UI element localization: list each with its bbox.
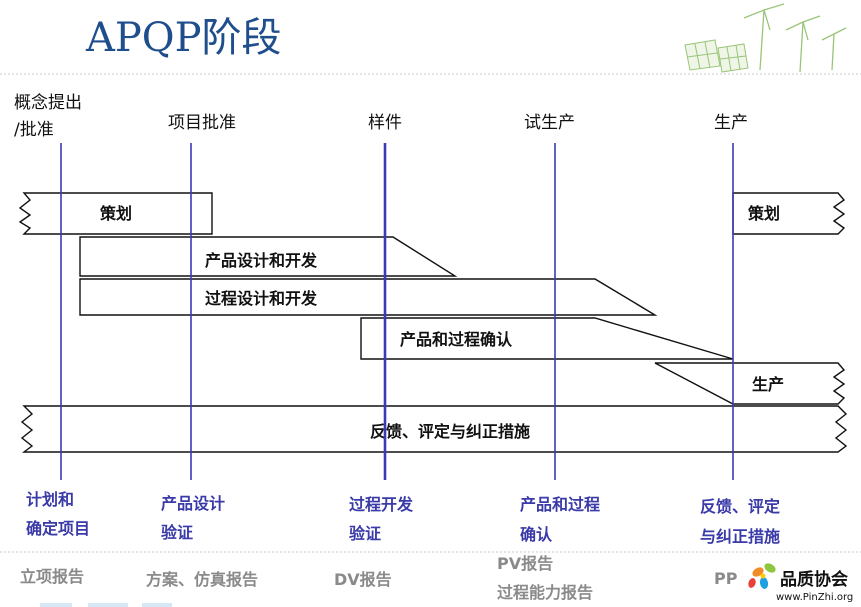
phase-bar-process-design [80, 279, 655, 315]
output-p2-line2: 验证 [161, 523, 193, 542]
milestone-prototype: 样件 [368, 113, 402, 133]
output-p4-line2: 确认 [520, 525, 553, 544]
decorative-block [40, 603, 72, 607]
milestone-pilot: 试生产 [524, 113, 575, 133]
decorative-block [142, 603, 172, 607]
decorative-block [88, 603, 128, 607]
output-p5-line2: 与纠正措施 [700, 527, 780, 546]
report-initiation: 立项报告 [20, 567, 84, 586]
logo-name: 品质协会 [780, 569, 848, 590]
milestone-concept-line2: /批准 [14, 120, 54, 140]
phase-label-planning-left: 策划 [99, 204, 132, 223]
phase-bar-production [655, 363, 844, 404]
phase-label-validation: 产品和过程确认 [400, 330, 513, 349]
phase-label-production: 生产 [752, 375, 784, 394]
milestone-program-approval: 项目批准 [168, 113, 236, 133]
milestone-concept-line1: 概念提出 [14, 92, 82, 113]
page-title: APQP阶段 [85, 15, 282, 61]
milestone-launch: 生产 [714, 113, 748, 133]
phase-label-feedback: 反馈、评定与纠正措施 [370, 422, 530, 441]
flower-logo-icon [747, 562, 777, 590]
report-pv: PV报告 [497, 554, 553, 573]
report-dv: DV报告 [334, 570, 392, 589]
wind-turbine-illustration [744, 4, 846, 72]
phase-label-process-design: 过程设计和开发 [205, 289, 318, 308]
output-p1-line2: 确定项目 [26, 519, 90, 538]
output-p3-line1: 过程开发 [349, 495, 414, 514]
output-p1-line1: 计划和 [26, 490, 74, 509]
phase-label-product-design: 产品设计和开发 [205, 251, 318, 270]
report-process-capability: 过程能力报告 [497, 583, 593, 602]
phase-label-planning-right: 策划 [747, 204, 780, 223]
output-p4-line1: 产品和过程 [520, 495, 600, 514]
output-p2-line1: 产品设计 [161, 494, 225, 513]
output-p5-line1: 反馈、评定 [700, 497, 780, 516]
logo-url: www.PinZhi.org [776, 592, 853, 603]
pinzhi-logo: 品质协会 www.PinZhi.org [747, 562, 853, 603]
output-p3-line2: 验证 [349, 524, 381, 543]
report-design-simulation: 方案、仿真报告 [146, 570, 258, 589]
solar-panel-illustration [685, 40, 748, 72]
report-pp: PP [714, 569, 738, 588]
